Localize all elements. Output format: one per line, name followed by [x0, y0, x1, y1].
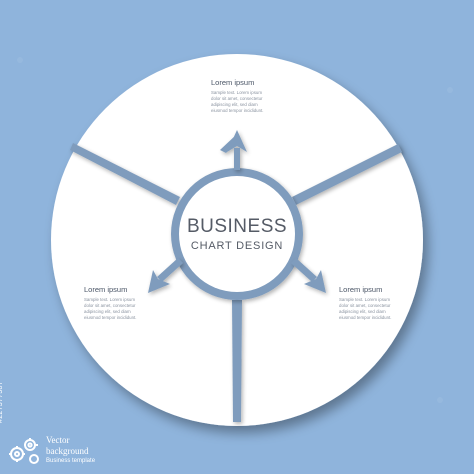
segment-body-line: adipiscing elit, sed diam [339, 309, 386, 314]
segment-body-line: Sample text. Lorem ipsum [211, 90, 263, 95]
segment-body-line: eiusmod tempor incididunt. [84, 315, 137, 320]
segment-body: Sample text. Lorem ipsum dolor sit amet,… [84, 297, 154, 321]
segment-dividers [70, 143, 402, 422]
arrow-down-left-icon [148, 258, 183, 293]
center-hub [179, 176, 295, 292]
segment-body-line: dolor sit amet, consectetur [211, 96, 263, 101]
segment-body-line: eiusmod tempor incididunt. [211, 108, 264, 113]
segment-title: Lorem ipsum [84, 285, 128, 294]
segment-body-line: dolor sit amet, consectetur [339, 303, 391, 308]
segment-label-bottom-left: Lorem ipsum Sample text. Lorem ipsum dol… [84, 285, 154, 321]
segment-body: Sample text. Lorem ipsum dolor sit amet,… [211, 90, 281, 114]
brand-line-template: Business template [46, 458, 96, 464]
arrow-down-right-icon [291, 258, 326, 293]
brand-line-background: background [46, 446, 89, 456]
segment-title: Lorem ipsum [339, 285, 383, 294]
divider-right [292, 144, 402, 205]
segment-label-bottom-right: Lorem ipsum Sample text. Lorem ipsum dol… [339, 285, 409, 321]
brand-block: Vector background Business template [8, 433, 168, 469]
segment-body-line: Sample text. Lorem ipsum [339, 297, 391, 302]
stock-id: #227377387 [0, 363, 15, 423]
center-title: BUSINESS [186, 216, 288, 237]
background-pattern [17, 57, 453, 403]
divider-left [70, 143, 180, 205]
divider-bottom [232, 300, 242, 422]
gears-icon [9, 438, 39, 464]
segment-body-line: eiusmod tempor incididunt. [339, 315, 392, 320]
segment-body-line: Sample text. Lorem ipsum [84, 297, 136, 302]
brand-line-vector: Vector [46, 435, 70, 445]
stock-id-text: #227377387 [0, 381, 4, 423]
segment-body-line: adipiscing elit, sed diam [84, 309, 131, 314]
center-subtitle: CHART DESIGN [190, 240, 284, 252]
segment-label-top: Lorem ipsum Sample text. Lorem ipsum dol… [211, 78, 281, 114]
segment-title: Lorem ipsum [211, 78, 255, 87]
segment-body-line: adipiscing elit, sed diam [211, 102, 258, 107]
arrow-up-icon [220, 130, 247, 170]
segment-body: Sample text. Lorem ipsum dolor sit amet,… [339, 297, 409, 321]
segment-body-line: dolor sit amet, consectetur [84, 303, 136, 308]
